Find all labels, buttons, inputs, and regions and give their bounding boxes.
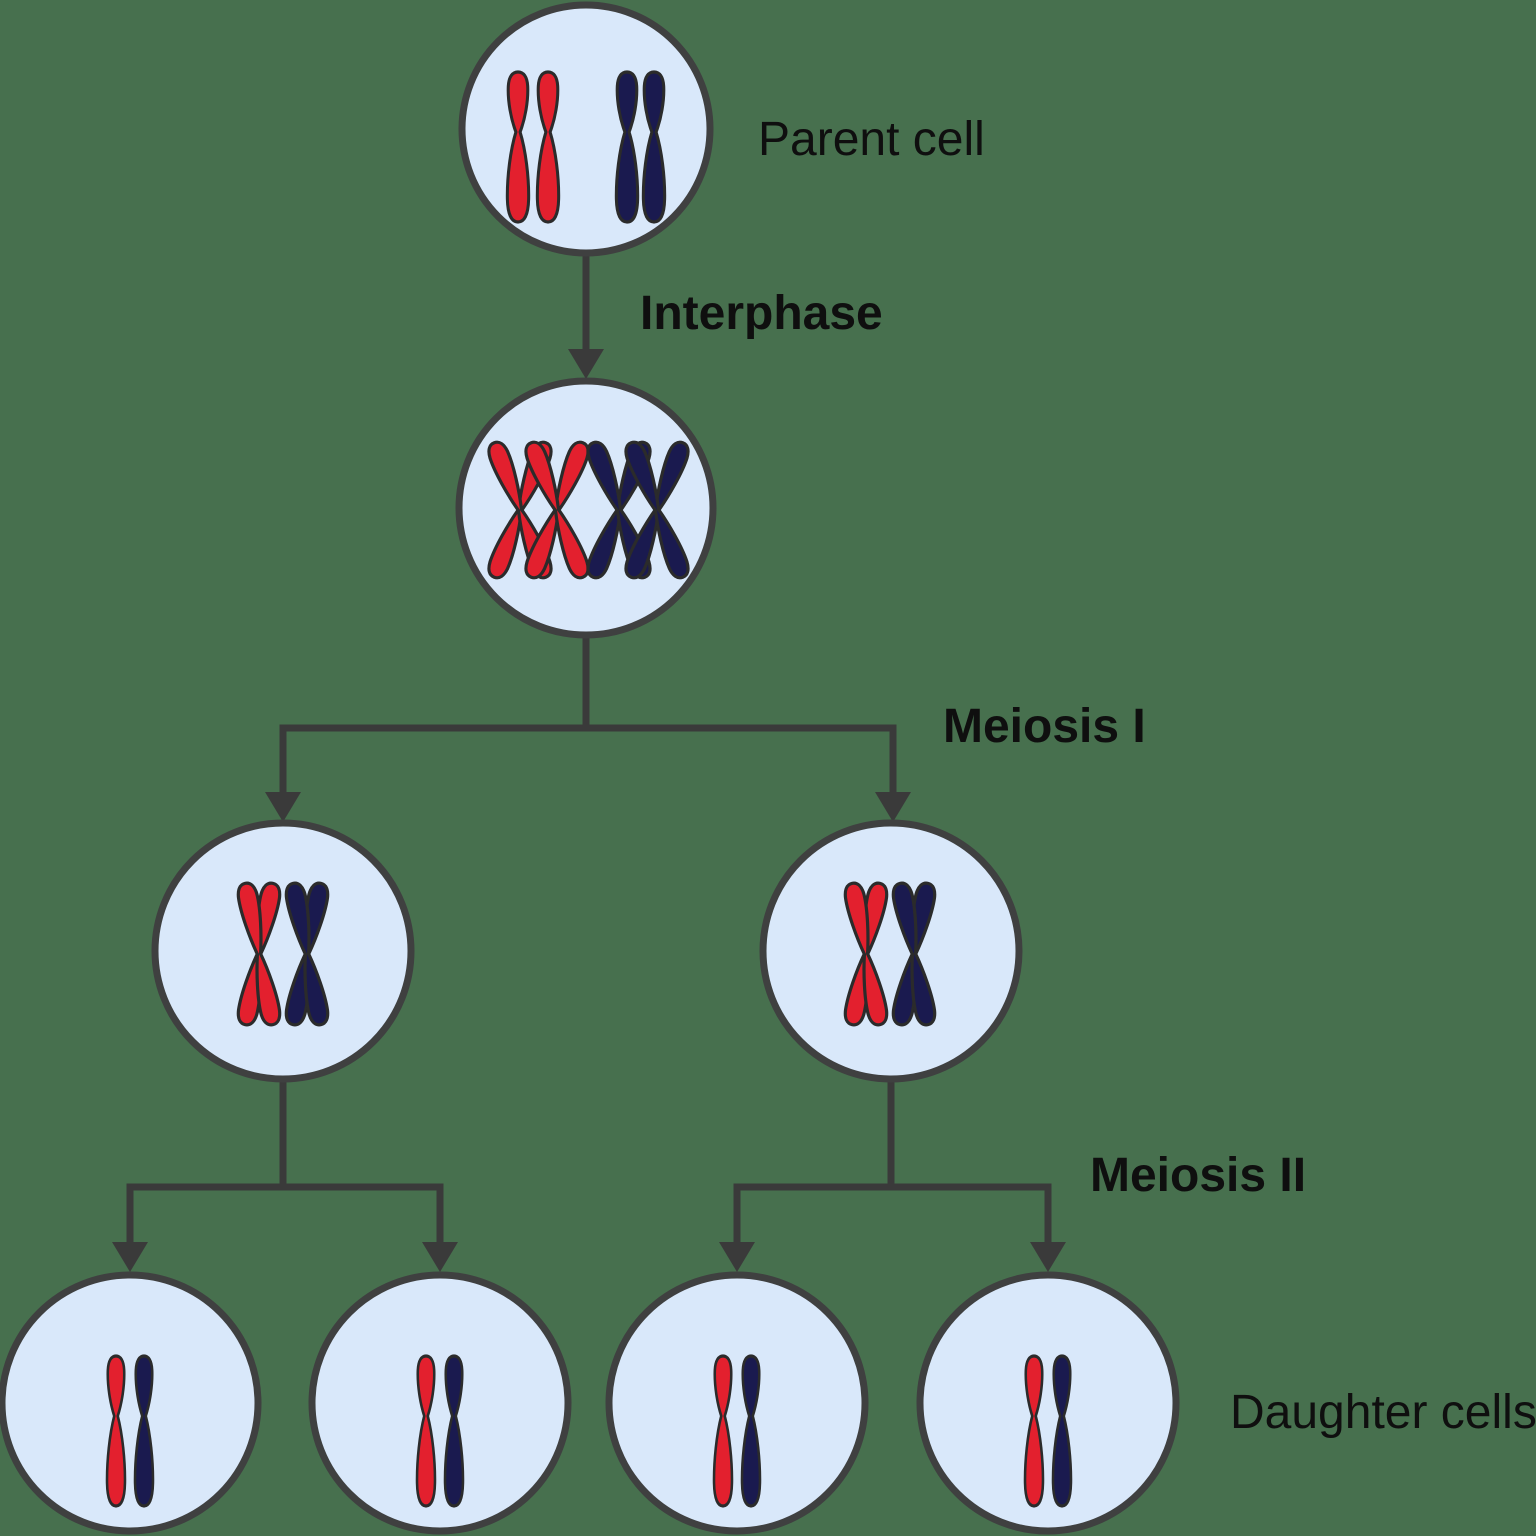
- interphase-label: Interphase: [640, 287, 883, 340]
- parent-cell-circle: [458, 1, 714, 257]
- meiosis1-cell-left-circle: [151, 819, 415, 1083]
- connector-meiosis1-branch: [279, 724, 897, 795]
- daughter-cell-2: [308, 1271, 572, 1535]
- parent-cell: [458, 1, 714, 257]
- arrow-down-icon: [568, 349, 604, 379]
- parent-cell-label: Parent cell: [758, 113, 985, 166]
- meiosis1-cell-left: [151, 819, 415, 1083]
- meiosis1-cell-right: [759, 819, 1023, 1083]
- daughter-cell-3: [605, 1271, 869, 1535]
- arrow-down-icon: [265, 792, 301, 822]
- interphase-cell-circle: [455, 377, 717, 639]
- daughter-cell-2-circle: [308, 1271, 572, 1535]
- meiosis1-cell-right-circle: [759, 819, 1023, 1083]
- daughter-cell-3-circle: [605, 1271, 869, 1535]
- interphase-cell: [455, 377, 717, 639]
- meiosis1-label: Meiosis I: [943, 700, 1146, 753]
- daughter-cell-1-circle: [0, 1271, 262, 1535]
- meiosis2-label: Meiosis II: [1090, 1149, 1306, 1202]
- arrow-down-icon: [1030, 1242, 1066, 1272]
- arrow-down-icon: [719, 1242, 755, 1272]
- arrow-down-icon: [112, 1242, 148, 1272]
- arrow-down-icon: [875, 792, 911, 822]
- daughter-cell-4-circle: [916, 1271, 1180, 1535]
- arrow-down-icon: [422, 1242, 458, 1272]
- connector-meiosis2-right-branch: [733, 1183, 1052, 1245]
- daughter-cell-1: [0, 1271, 262, 1535]
- connector-meiosis2-left-branch: [126, 1183, 444, 1245]
- daughter-cells-label: Daughter cells: [1230, 1386, 1536, 1439]
- daughter-cell-4: [916, 1271, 1180, 1535]
